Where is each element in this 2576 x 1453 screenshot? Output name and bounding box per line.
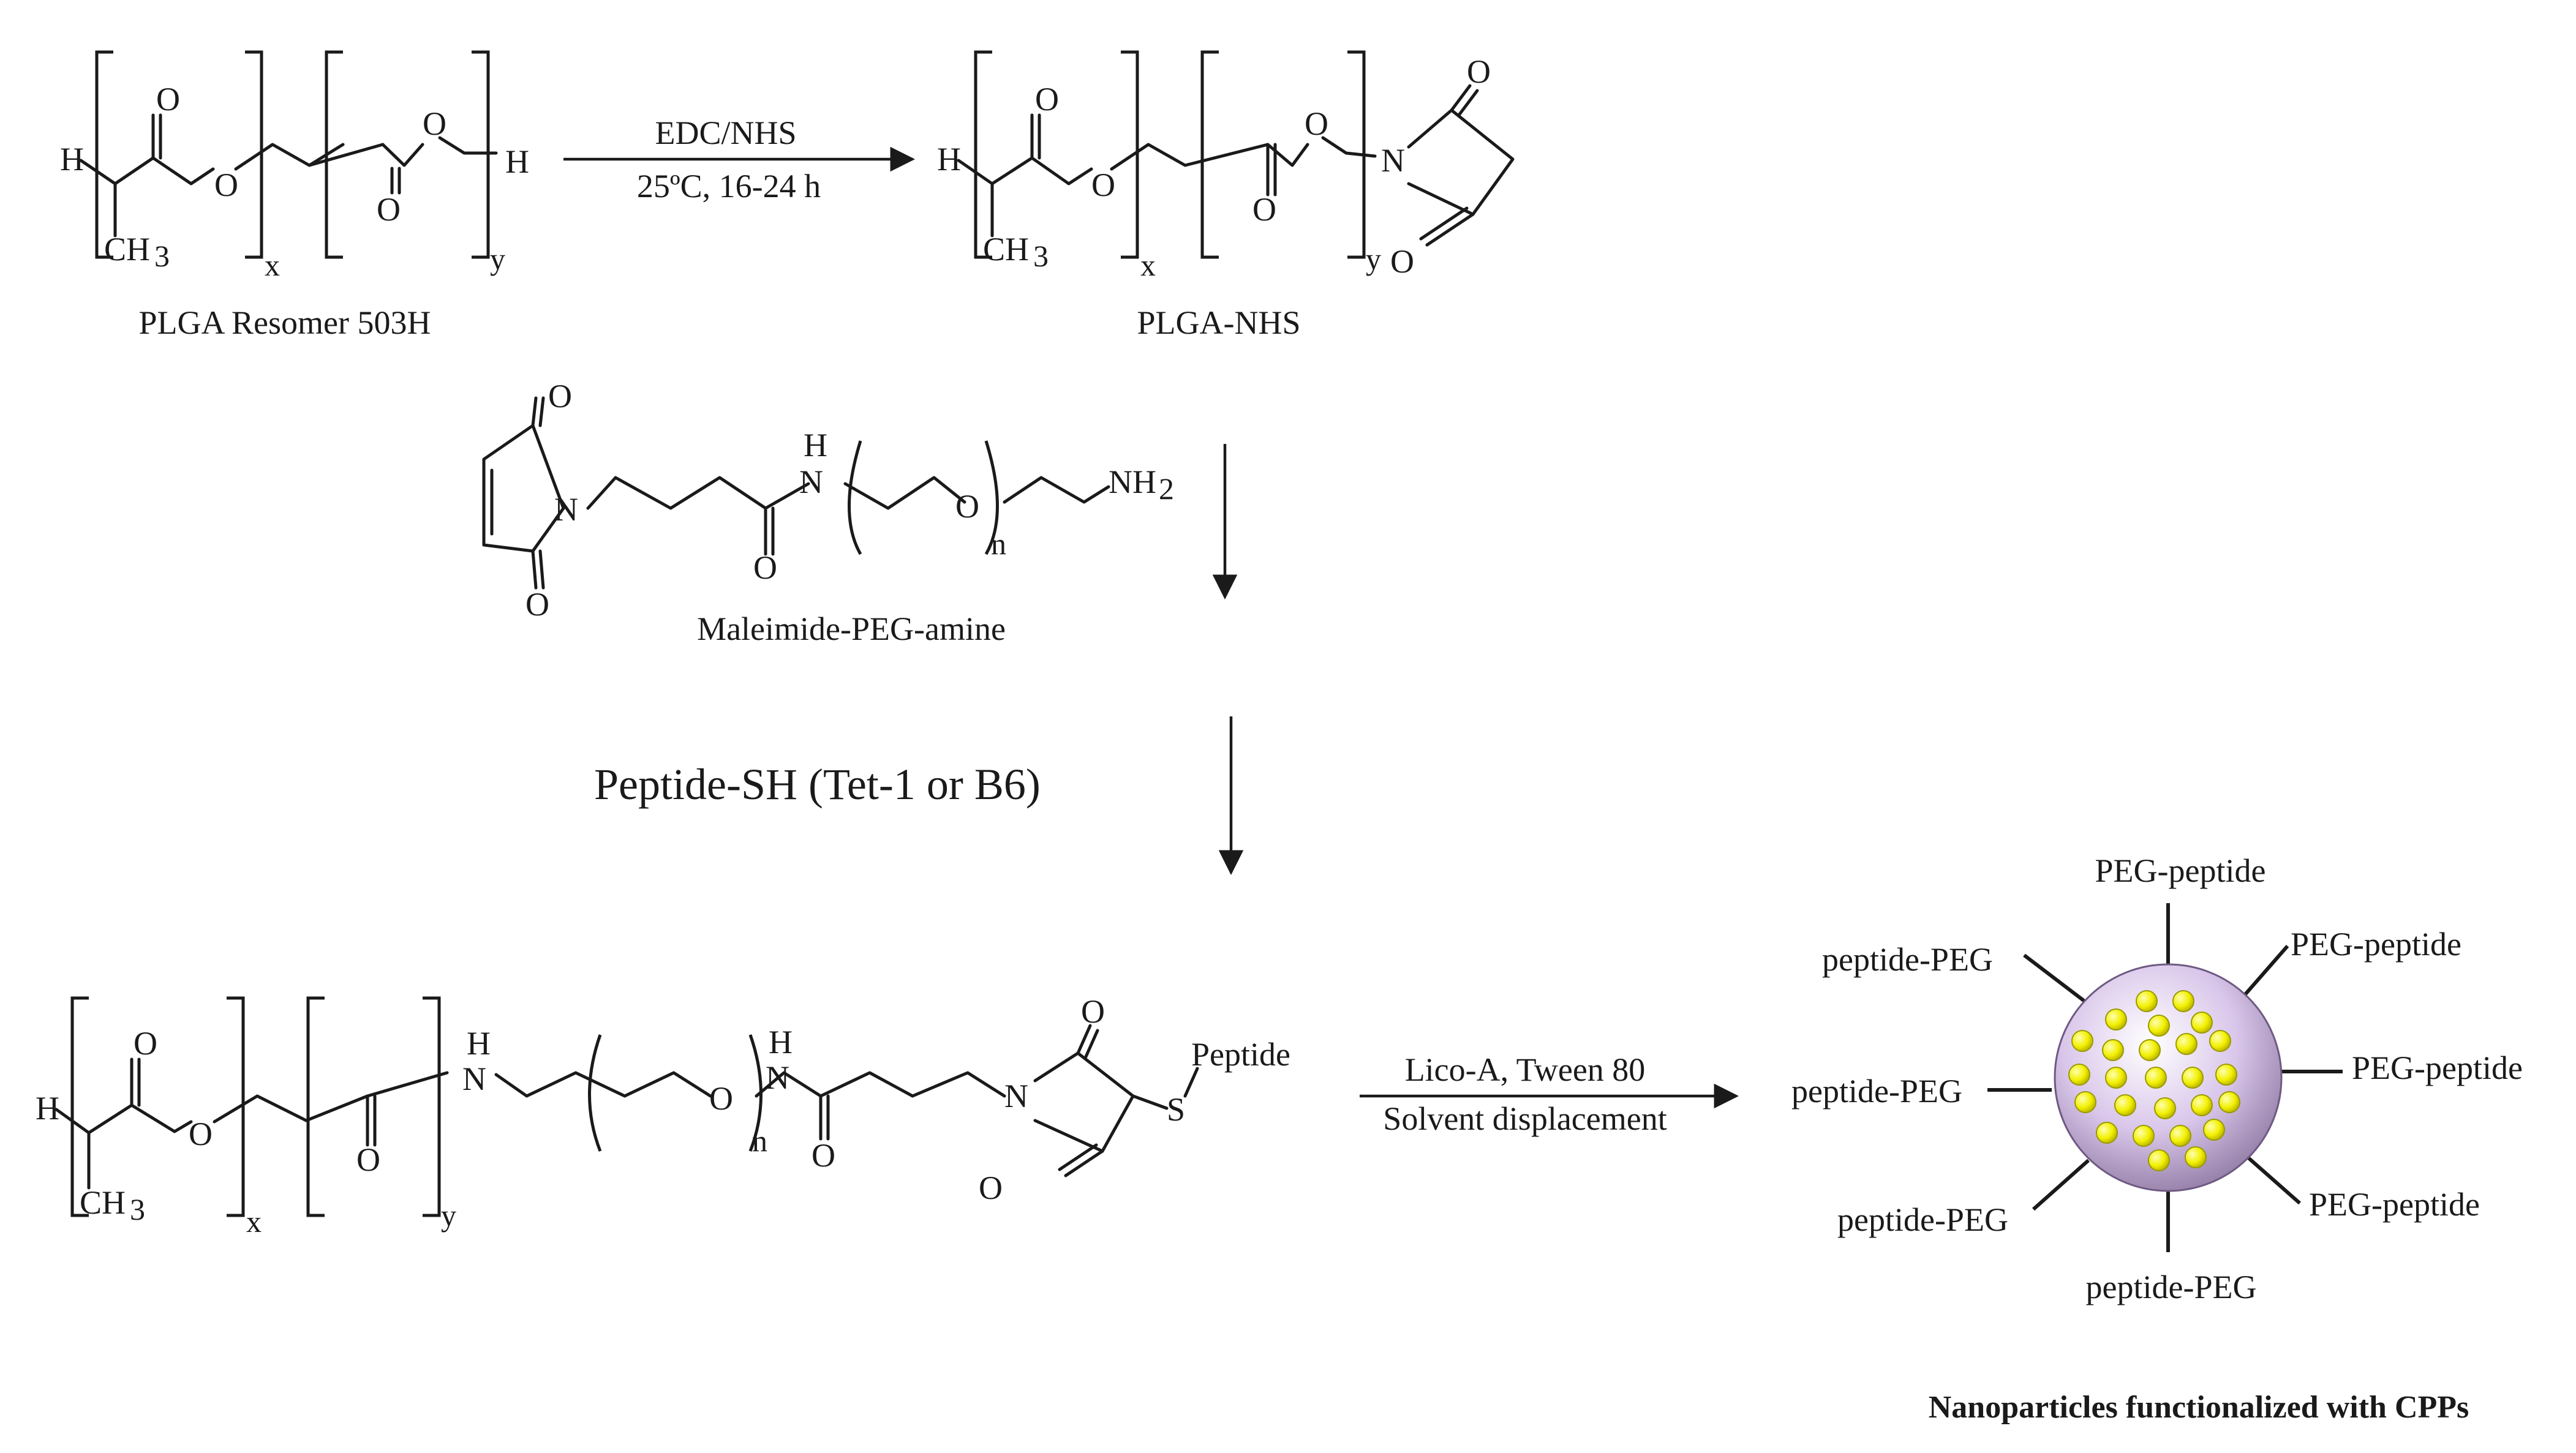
atom-o: O [1081, 993, 1105, 1030]
subscript-x: x [246, 1204, 262, 1239]
subscript-y: y [490, 242, 505, 276]
atom-ch3: CH [983, 231, 1029, 268]
atom-o: O [753, 549, 777, 586]
atom-o: O [156, 81, 180, 118]
maleimide-peg-amine-name: Maleimide-PEG-amine [697, 610, 1006, 647]
atom-o: O [812, 1137, 835, 1174]
atom-o: O [1091, 167, 1115, 203]
atom-o: O [134, 1025, 157, 1062]
peptide-group: Peptide [1191, 1036, 1290, 1073]
structure-maleimide-peg-amine: O N O O H N O n NH 2 Maleimide-PEG-amine [482, 378, 1174, 647]
atom-o: O [1305, 105, 1328, 142]
atom-ch3: CH [104, 231, 150, 268]
np-label-lower-left: peptide-PEG [1837, 1201, 2008, 1238]
nanoparticle: PEG-peptide PEG-peptide PEG-peptide PEG-… [1791, 852, 2523, 1425]
atom-o: O [955, 488, 979, 525]
nanoparticle-title: Nanoparticles functionalized with CPPs [1929, 1390, 2469, 1425]
atom-nh-h: H [769, 1024, 793, 1061]
atom-o: O [1252, 191, 1276, 228]
atom-o: O [548, 378, 572, 415]
atom-ch3-subscript: 3 [154, 239, 170, 273]
reaction-step-4: Lico-A, Tween 80 Solvent displacement [1360, 1051, 1739, 1137]
subscript-y: y [1366, 242, 1381, 276]
np-label-lower-right: PEG-peptide [2309, 1186, 2480, 1223]
subscript-x: x [1140, 248, 1156, 282]
atom-o: O [423, 105, 446, 142]
atom-nh-h: H [467, 1025, 491, 1062]
atom-n: N [554, 491, 578, 528]
atom-o: O [189, 1116, 213, 1152]
atom-o: O [525, 586, 549, 623]
atom-o: O [214, 167, 238, 203]
atom-ch3: CH [80, 1184, 126, 1221]
atom-h: H [60, 141, 84, 178]
atom-h: H [937, 141, 961, 178]
np-label-upper-left: peptide-PEG [1822, 941, 1993, 978]
reaction-step-1: EDC/NHS 25ºC, 16-24 h [563, 115, 916, 205]
nanoparticle-cargo-dots [2068, 990, 2240, 1171]
atom-nh2: NH [1109, 464, 1156, 500]
np-label-left: peptide-PEG [1791, 1073, 1962, 1109]
plga-name: PLGA Resomer 503H [139, 304, 431, 341]
step4-conditions: Solvent displacement [1383, 1100, 1666, 1137]
atom-n: N [799, 464, 823, 500]
atom-o: O [1467, 53, 1491, 90]
structure-plga: H O O CH 3 O O H x y PLGA Resomer 503H [60, 50, 529, 341]
subscript-n: n [752, 1124, 767, 1158]
subscript-n: n [991, 527, 1006, 561]
np-label-bottom: peptide-PEG [2086, 1269, 2257, 1305]
atom-n: N [1004, 1078, 1028, 1114]
atom-n: N [766, 1059, 789, 1096]
atom-n: N [462, 1061, 486, 1097]
atom-o: O [979, 1170, 1003, 1206]
plga-nhs-name: PLGA-NHS [1137, 304, 1300, 341]
structure-plga-peg-peptide: H O O CH 3 O H N O n H N O N O O S Pepti… [36, 993, 1290, 1239]
atom-n: N [1381, 142, 1405, 179]
np-label-right: PEG-peptide [2352, 1049, 2523, 1086]
atom-ch3-subscript: 3 [130, 1192, 145, 1226]
structure-plga-nhs: H O O CH 3 O O N O O x y PLGA-NHS [937, 50, 1515, 341]
atom-o: O [1035, 81, 1059, 118]
atom-o: O [377, 191, 401, 228]
reagent-edc-nhs: EDC/NHS [655, 115, 796, 151]
atom-nh-h: H [804, 427, 827, 464]
atom-ch3-subscript: 3 [1033, 239, 1049, 273]
atom-s: S [1167, 1091, 1185, 1128]
reagent-lico-a-tween: Lico-A, Tween 80 [1405, 1051, 1646, 1088]
atom-o: O [1390, 243, 1414, 280]
subscript-y: y [441, 1198, 456, 1233]
subscript-x: x [265, 248, 280, 282]
atom-o: O [709, 1080, 733, 1117]
atom-o: O [356, 1141, 380, 1178]
step1-conditions: 25ºC, 16-24 h [637, 168, 821, 205]
reagent-peptide-sh: Peptide-SH (Tet-1 or B6) [594, 760, 1041, 809]
atom-h: H [505, 143, 529, 180]
np-label-upper-right: PEG-peptide [2291, 926, 2461, 963]
atom-h: H [36, 1090, 59, 1127]
np-label-top: PEG-peptide [2095, 852, 2266, 889]
atom-nh2-subscript: 2 [1159, 471, 1174, 506]
